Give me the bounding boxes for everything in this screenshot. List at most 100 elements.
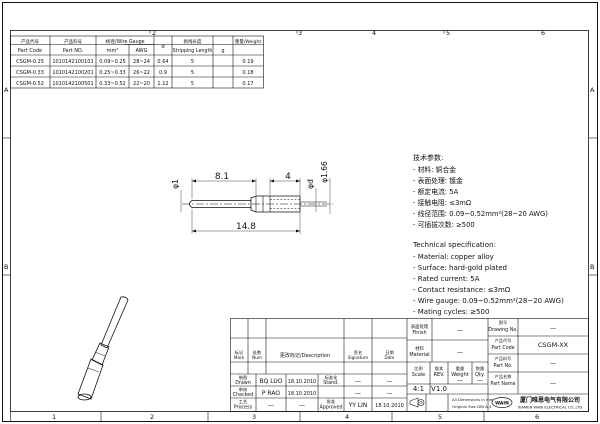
role-date: — (299, 402, 305, 409)
cell-part-code: CSGM-0.25 (16, 59, 44, 65)
zone-top-3: 3 (298, 29, 302, 37)
cell-stripping: 5 (191, 81, 194, 87)
pin-3d-view (77, 296, 129, 401)
role-drawn: 制图 Drawn BQ LUO 18.10.2010 标准化 Stand. — … (235, 374, 392, 386)
spec-en-title: Technical specification: (412, 240, 496, 249)
tb-scale-value: 4:1 (413, 385, 424, 393)
cell-awg: 26~22 (133, 70, 150, 76)
tb-part-no-en: Part No. (494, 363, 513, 369)
role-date: 18.10.2010 (288, 391, 317, 397)
cell-stripping: 5 (191, 59, 194, 65)
tb-num-cn: 处数 (253, 349, 262, 356)
table-row: CSGM-0.25 1010142100101 0.09~0.25 28~24 … (16, 59, 253, 65)
std-label-cn: 标准化 (325, 374, 338, 381)
tb-signature-cn: 签名 (354, 349, 362, 356)
tb-mark-en: Mark (234, 355, 245, 360)
zone-right-b: B (590, 263, 594, 271)
tb-rev-cn: 版本 (435, 365, 444, 372)
cell-part-code: CSGM-0.33 (16, 70, 44, 76)
role-label-cn: 制图 (239, 374, 247, 381)
spec-cn-line: - 线径范围: 0.09~0.52mm²(28~20 AWG) (413, 209, 548, 218)
tb-part-no-cn: 产品料号 (495, 355, 512, 362)
tb-weight-cn: 重量 (456, 365, 464, 372)
spec-cn-line: - 可插拔次数: ≥500 (413, 220, 475, 229)
tb-rev-en: REV. (434, 372, 445, 378)
role-checked: 审核 Checked P RAO 18.10.2010 — — (233, 386, 393, 398)
role-name: — (268, 402, 274, 409)
cell-stripping: 5 (191, 70, 194, 76)
cell-weight: 0.18 (242, 70, 253, 76)
tb-part-code-en: Part Code (491, 345, 514, 351)
spec-cn-title: 技术参数: (413, 153, 443, 162)
tb-finish-cn: 表面处理 (411, 323, 429, 330)
zone-bottom-3: 3 (252, 413, 256, 421)
spec-en-line: - Surface: hard-gold plated (413, 264, 507, 272)
spec-en: Technical specification: - Material: cop… (412, 240, 564, 316)
std-date: — (387, 378, 393, 385)
table-row: CSGM-0.52 1010142100501 0.33~0.52 22~20 … (16, 81, 253, 87)
spec-cn-line: - 接触电阻: ≤3mΩ (413, 198, 471, 207)
zone-bottom-6: 6 (535, 413, 539, 421)
role-label-en: Process (234, 405, 253, 411)
tb-company-en: XIAMEN WAIN ELECTRICAL CO.,LTD (518, 406, 583, 410)
zone-bottom-1: 1 (52, 413, 56, 421)
dim-pin-length: 8.1 (215, 172, 229, 182)
th-wire-gauge: 线径/Wire Gauge (105, 38, 144, 45)
tb-material-en: Material (409, 352, 429, 358)
dim-total-length: 14.8 (236, 222, 256, 232)
tb-finish-en: Finish (412, 330, 426, 336)
tb-date-cn: 日期 (385, 350, 393, 356)
cell-awg: 28~24 (133, 59, 150, 65)
role-label-en: Checked (233, 392, 254, 398)
th-part-no-en: Part NO. (63, 48, 84, 54)
tb-unit-note-1: All Dimensions in mm (452, 397, 494, 402)
tb-signature-en: Signature (348, 355, 369, 360)
tb-part-code-cn: 产品代号 (495, 337, 512, 344)
company-logo-text: WAIN (495, 401, 509, 407)
tb-part-no-value: — (550, 360, 556, 367)
role-label-cn: 审核 (239, 386, 248, 393)
role-label-cn: 工艺 (239, 399, 247, 404)
cell-d: 0.9 (159, 70, 167, 76)
tb-scale-cn: 比例 (414, 365, 422, 372)
cell-awg: 22~20 (133, 81, 150, 87)
tb-num-en: Num (252, 355, 262, 360)
th-awg: AWG (136, 48, 148, 54)
tb-part-name-cn: 产品名称 (495, 373, 512, 380)
std-label-cn: 批准 (327, 398, 335, 405)
th-stripping-cn: 剥线长度 (184, 38, 202, 45)
th-stripping-en: Stripping Length (173, 48, 213, 54)
spec-cn: 技术参数: - 材料: 铜合金 - 表面处理: 镀金 - 额定电流: 5A - … (413, 153, 548, 229)
th-part-code-cn: 产品代号 (21, 38, 39, 45)
cell-d: 0.64 (157, 59, 168, 65)
projection-symbol-icon (409, 397, 425, 408)
std-name: — (355, 378, 361, 385)
dim-barrel-inner: φd (306, 179, 315, 189)
cell-d: 1.12 (157, 81, 168, 87)
company-logo: WAIN (491, 397, 513, 408)
spec-en-line: - Contact resistance: ≤3mΩ (413, 286, 511, 294)
zone-top-5: 5 (446, 29, 450, 37)
role-date: 18.10.2010 (288, 379, 317, 385)
tb-rev-value: V1.0 (431, 385, 447, 393)
cell-mm2: 0.25~0.33 (99, 70, 125, 76)
tb-drawing-no-cn: 图号 (499, 320, 507, 326)
th-part-code-en: Part Code (18, 48, 42, 54)
zone-bottom-5: 5 (438, 413, 442, 421)
cell-weight: 0.19 (242, 59, 253, 65)
tb-qty-value: — (477, 377, 483, 384)
zone-right-a: A (590, 86, 595, 94)
cell-mm2: 0.33~0.52 (99, 81, 125, 87)
zone-top-2: 2 (152, 29, 156, 37)
role-process: 工艺 Process — — 批准 Approved YY LIN 18.10.… (234, 398, 404, 411)
tb-finish-value: — (457, 327, 463, 334)
pin-side-view: 8.1 4 14.8 φ1 φd φ1.66 (171, 161, 333, 234)
spec-cn-line: - 额定电流: 5A (413, 187, 459, 196)
tb-drawing-no-value: — (550, 325, 556, 332)
dim-barrel-length: 4 (285, 172, 291, 182)
tb-material-cn: 材料 (415, 345, 424, 352)
tb-mark-cn: 标记 (235, 349, 244, 356)
cell-part-code: CSGM-0.52 (16, 81, 44, 87)
role-name: P RAO (262, 390, 280, 397)
spec-en-line: - Material: copper alloy (413, 253, 494, 261)
